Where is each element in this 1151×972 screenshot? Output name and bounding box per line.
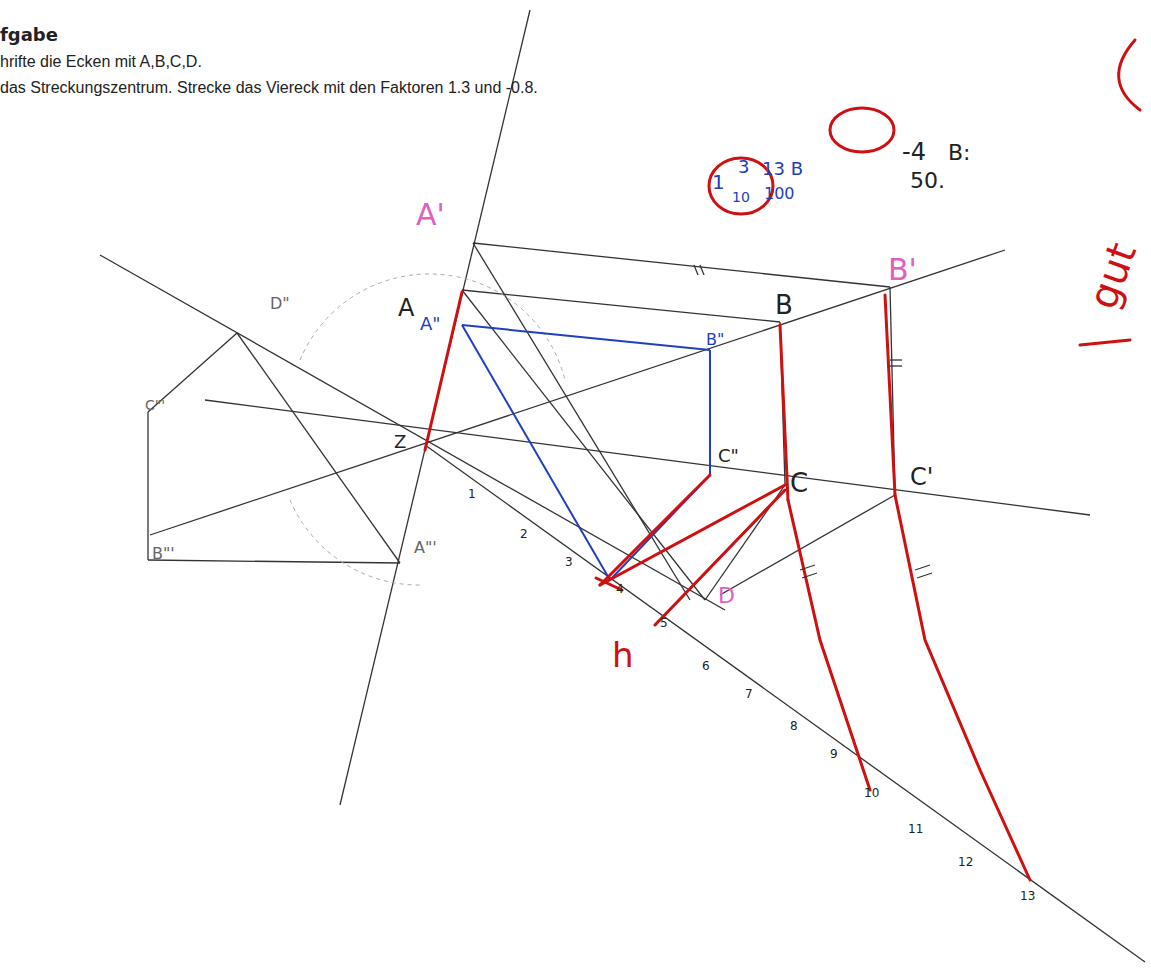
vertex-label: B [775,292,793,318]
task-title: fgabe [0,26,58,44]
vertex-label: A" [420,315,441,333]
scale-number: 10 [864,787,879,799]
scale-number: 7 [745,688,753,700]
vertex-label: D" [270,296,290,312]
vertex-label: D [718,585,735,607]
vertex-label: A"' [414,540,437,556]
vertex-label: C" [718,447,739,465]
fraction-part: -4 [902,140,926,164]
task-text: hrifte die Ecken mit A,B,C,D. [0,54,202,70]
vertex-label: B"' [152,546,175,562]
scale-number: 6 [702,660,710,672]
scale-number: 11 [908,823,923,835]
vertex-label: C"' [145,398,165,412]
fraction-part: 10 [732,190,750,204]
scale-number: 3 [565,556,573,568]
scale-number: 12 [958,856,973,868]
fraction-part: 1 [712,172,725,192]
vertex-label: A' [416,200,445,230]
vertex-label: B" [706,332,724,348]
scale-number: 1 [468,488,476,500]
center-label: Z [394,433,406,451]
fraction-part: 100 [764,186,795,202]
vertex-label: A [398,296,414,320]
scale-number: 9 [830,748,838,760]
scale-number: 13 [1020,890,1035,902]
fraction-part: B: [948,142,971,164]
scale-number: 2 [520,528,528,540]
vertex-label: C [790,470,808,496]
fraction-part: 3 [738,158,749,176]
vertex-label: B' [888,255,917,285]
scale-number: 4 [616,583,624,595]
scale-number: 8 [790,720,798,732]
scale-number: 5 [660,617,668,629]
vertex-label: C' [910,465,933,489]
fraction-part: 13 B [762,160,803,178]
height-label: h [612,638,634,672]
teacher-note: gut [1082,238,1142,314]
fraction-part: 50. [910,170,945,192]
task-text: das Streckungszentrum. Strecke das Viere… [0,80,538,96]
